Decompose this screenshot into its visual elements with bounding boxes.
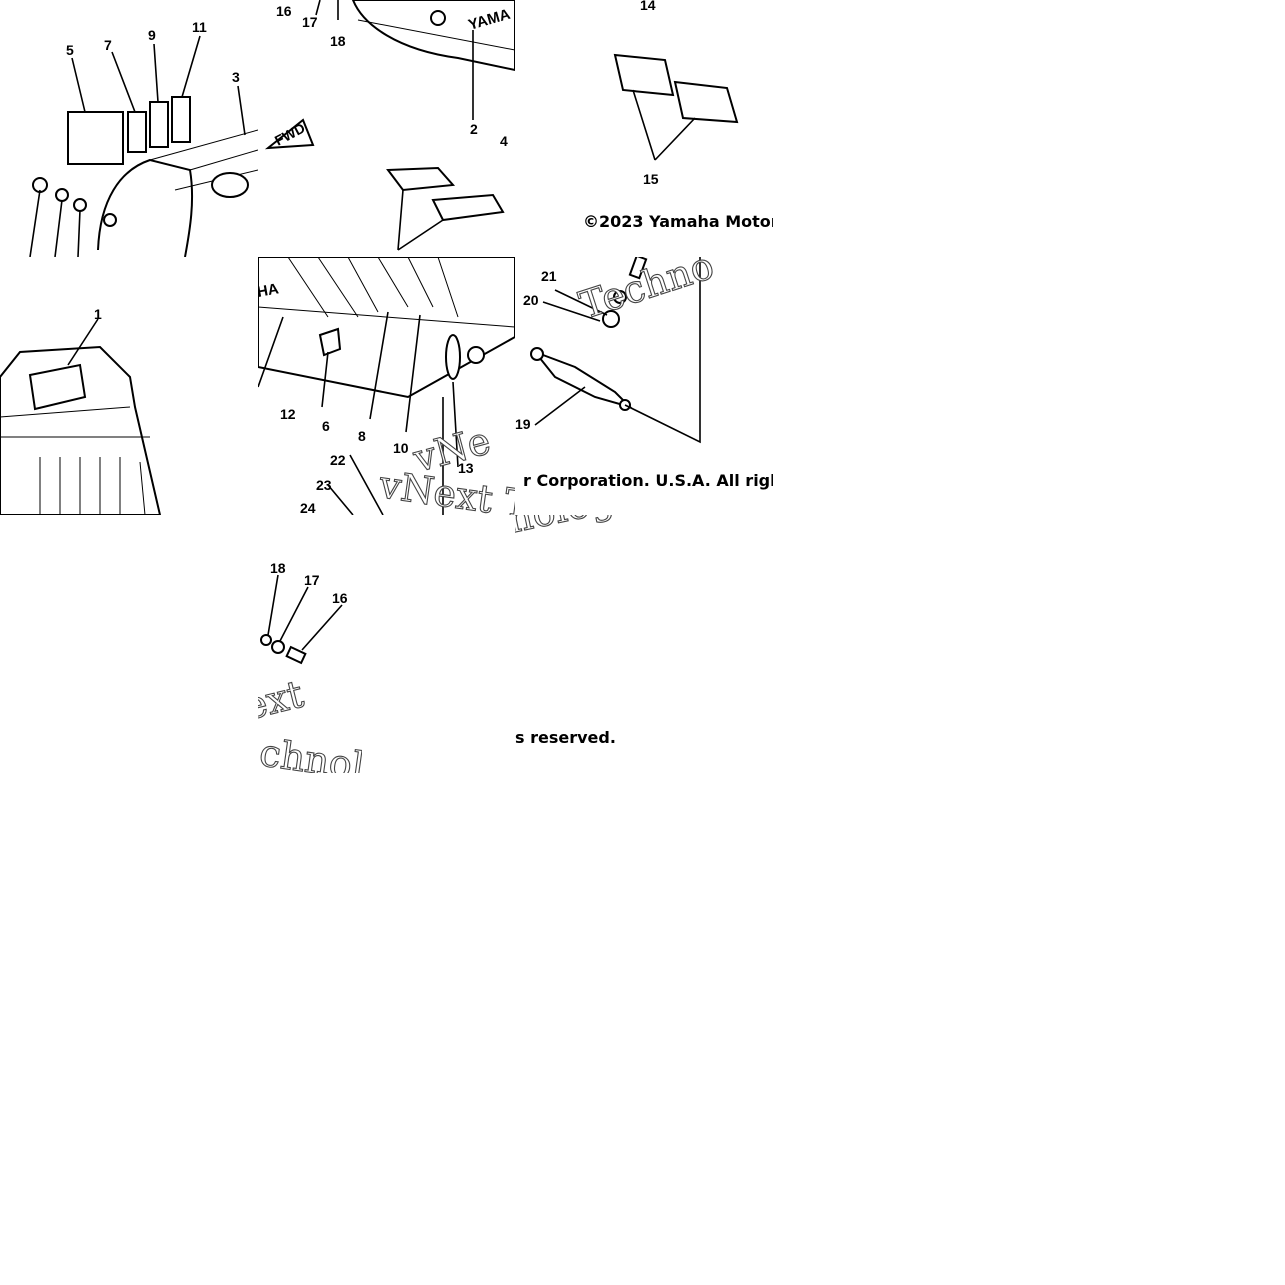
callout-10: 10 bbox=[393, 440, 409, 456]
callout-18-lower: 18 bbox=[270, 560, 286, 576]
callout-4: 4 bbox=[500, 133, 508, 149]
callout-23: 23 bbox=[316, 477, 332, 493]
part-5-panel bbox=[67, 111, 124, 165]
diagram-tile-bottom-center: 18 17 16 ext chnolo bbox=[258, 515, 362, 773]
callout-19: 19 bbox=[515, 416, 531, 432]
callout-2: 2 bbox=[470, 121, 478, 137]
diagram-tile-top-right: 14 15 ©2023 Yamaha Motor bbox=[515, 0, 773, 257]
watermark-text-5: chnolo bbox=[258, 730, 362, 773]
copyright-line-b: r Corporation. U.S.A. All rights bbox=[523, 471, 773, 490]
callout-13: 13 bbox=[458, 460, 474, 476]
callout-22: 22 bbox=[330, 452, 346, 468]
callout-16-lower: 16 bbox=[332, 590, 348, 606]
callout-21: 21 bbox=[541, 268, 557, 284]
console-drawing bbox=[0, 318, 162, 515]
yamaha-left-label: HA bbox=[258, 280, 280, 301]
part-13-bracket bbox=[445, 334, 461, 380]
callout-12: 12 bbox=[280, 406, 296, 422]
diagram-tile-middle-center: HA 12 6 8 10 13 22 23 24 vNext Te vNe bbox=[258, 257, 515, 515]
callout-11: 11 bbox=[192, 19, 207, 35]
part-15-block-a bbox=[613, 53, 675, 97]
fastener-drawing bbox=[260, 574, 343, 665]
part-block-a bbox=[386, 166, 456, 192]
part-9-strip bbox=[149, 101, 169, 148]
nut-icon bbox=[260, 634, 272, 646]
nut-icon bbox=[73, 198, 87, 212]
washer-icon bbox=[613, 290, 627, 304]
copyright-line-c: s reserved. bbox=[515, 728, 616, 747]
watermark-text-3: vNe bbox=[408, 418, 495, 481]
part-19-cable bbox=[531, 349, 634, 410]
part-7-strip bbox=[127, 111, 147, 153]
steering-cable-drawing bbox=[530, 257, 701, 444]
callout-14: 14 bbox=[640, 0, 656, 13]
callout-17: 17 bbox=[302, 14, 318, 30]
callout-18: 18 bbox=[330, 33, 346, 49]
callout-17-lower: 17 bbox=[304, 572, 320, 588]
diagram-tile-top-center: FWD YAMA 16 17 18 2 4 bbox=[258, 0, 515, 257]
washer-icon bbox=[271, 640, 285, 654]
copyright-line-a: ©2023 Yamaha Motor bbox=[583, 212, 773, 231]
diagram-tile-bottom-right: nolog s reserved. bbox=[515, 515, 619, 773]
part-1-console bbox=[28, 363, 87, 411]
parts-blocks-drawing bbox=[613, 53, 739, 161]
diagram-tile-middle-right: 21 20 19 r Corporation. U.S.A. All right… bbox=[515, 257, 773, 515]
callout-15: 15 bbox=[643, 171, 659, 187]
bolt-icon bbox=[32, 177, 48, 193]
callout-5: 5 bbox=[66, 42, 74, 58]
watermark-text-4: ext bbox=[258, 672, 308, 729]
callout-16: 16 bbox=[276, 3, 292, 19]
callout-20: 20 bbox=[523, 292, 539, 308]
bolt-icon bbox=[285, 645, 307, 665]
deck-rear-drawing bbox=[258, 257, 515, 515]
washer-icon bbox=[55, 188, 69, 202]
diagram-tile-middle-left: 1 bbox=[0, 257, 258, 515]
diagram-tile-top-left: 5 7 9 11 3 bbox=[0, 0, 258, 257]
callout-1: 1 bbox=[94, 306, 102, 322]
part-11-strip bbox=[171, 96, 191, 143]
watermark-text-2: Techno bbox=[574, 257, 719, 328]
callout-7: 7 bbox=[104, 37, 112, 53]
part-block-b bbox=[431, 193, 505, 222]
part-12-plate bbox=[318, 327, 342, 357]
hull-side-drawing bbox=[264, 0, 515, 251]
bolt-icon bbox=[628, 257, 648, 280]
part-15-block-b bbox=[673, 80, 739, 124]
callout-6: 6 bbox=[322, 418, 330, 434]
hull-deck-drawing bbox=[29, 35, 258, 257]
callout-24: 24 bbox=[300, 500, 316, 515]
callout-3: 3 bbox=[232, 69, 240, 85]
callout-8: 8 bbox=[358, 428, 366, 444]
watermark-text-6: nolog bbox=[515, 515, 617, 542]
fwd-emblem bbox=[264, 118, 315, 150]
callout-9: 9 bbox=[148, 27, 156, 43]
